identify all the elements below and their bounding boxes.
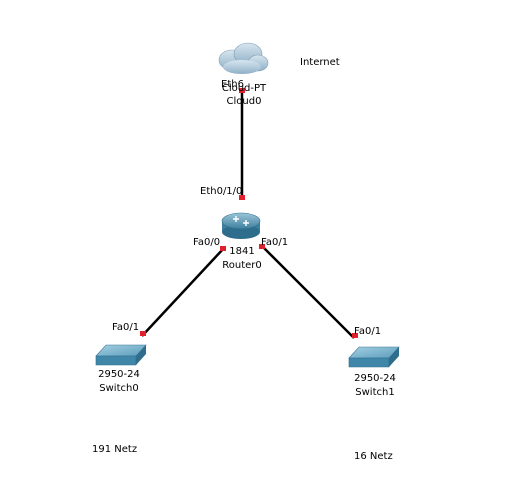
net-note-left: 191 Netz bbox=[92, 444, 137, 455]
router-icon bbox=[221, 212, 261, 239]
link-status-light bbox=[352, 333, 358, 338]
router-device[interactable]: Eth0/1/0 Fa0/0 Fa0/1 1841 Router0 bbox=[193, 186, 288, 271]
switch-icon bbox=[348, 346, 400, 368]
router-name-label: Router0 bbox=[222, 260, 262, 271]
links bbox=[141, 93, 355, 339]
switch1-model-label: 2950-24 bbox=[354, 373, 396, 384]
switch-icon bbox=[95, 344, 147, 366]
link-status-light bbox=[220, 246, 226, 251]
switch0-port-label: Fa0/1 bbox=[112, 322, 139, 333]
switch1-port-label: Fa0/1 bbox=[354, 326, 381, 337]
switch1-device[interactable]: Fa0/1 2950-24 Switch1 bbox=[348, 326, 400, 398]
cloud-device[interactable]: Cloud-PT Eth6 Cloud0 bbox=[218, 42, 269, 107]
link-status-light bbox=[239, 195, 245, 200]
switch0-name-label: Switch0 bbox=[99, 383, 138, 394]
cloud-model-label: Cloud-PT bbox=[222, 83, 267, 94]
cloud-name-label: Cloud0 bbox=[227, 96, 262, 107]
internet-note: Internet bbox=[300, 57, 340, 68]
link-status-light bbox=[239, 88, 245, 93]
router-port-fa00-label: Fa0/0 bbox=[193, 237, 220, 248]
router-model-label: 1841 bbox=[229, 246, 254, 257]
switch0-device[interactable]: Fa0/1 2950-24 Switch0 bbox=[95, 322, 147, 394]
link-status-light bbox=[259, 244, 265, 249]
link-status-markers bbox=[140, 88, 358, 338]
cloud-icon bbox=[218, 42, 269, 74]
link-status-light bbox=[140, 331, 146, 336]
switch1-name-label: Switch1 bbox=[355, 387, 394, 398]
router-port-fa01-label: Fa0/1 bbox=[261, 237, 288, 248]
link-router-switch1[interactable] bbox=[261, 245, 355, 339]
switch0-model-label: 2950-24 bbox=[98, 369, 140, 380]
cloud-port-label: Eth6 bbox=[221, 79, 244, 90]
link-router-switch0[interactable] bbox=[141, 247, 225, 337]
net-note-right: 16 Netz bbox=[354, 451, 393, 462]
router-port-eth010-label: Eth0/1/0 bbox=[200, 186, 242, 197]
